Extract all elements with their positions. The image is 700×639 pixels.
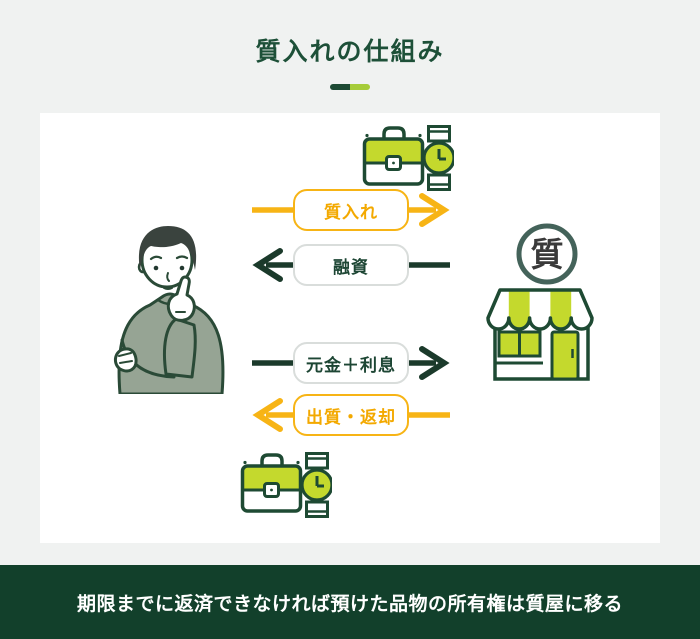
arrow-return: 出質・返却 — [250, 394, 452, 436]
pawnshop-store-icon — [486, 288, 594, 381]
arrow-repayment: 元金＋利息 — [250, 342, 452, 384]
arrow-label-loan: 融資 — [293, 244, 409, 286]
arrow-label-return: 出質・返却 — [293, 394, 409, 436]
page-title: 質入れの仕組み — [255, 37, 445, 66]
watch-icon — [422, 125, 454, 191]
briefcase-icon — [362, 126, 425, 186]
arrow-pawn: 質入れ — [250, 189, 452, 231]
pawnshop-sign-character: 質 — [531, 235, 564, 274]
watch-icon — [300, 452, 332, 518]
pawned-items-icons-bottom — [240, 452, 332, 518]
arrow-label-pawn: 質入れ — [293, 189, 409, 231]
footer-text: 期限までに返済できなければ預けた品物の所有権は質屋に移る — [76, 592, 623, 615]
arrow-loan: 融資 — [250, 244, 452, 286]
title-divider — [330, 84, 370, 90]
diagram-card: 質入れ 融資 元金＋利息 出質・返却 — [40, 113, 660, 543]
briefcase-icon — [240, 453, 303, 513]
pawnshop-sign-icon: 質 — [516, 223, 578, 285]
pawned-items-icons-top — [362, 125, 454, 191]
divider-light-segment — [350, 84, 370, 90]
pawnshop: 質 — [486, 223, 594, 381]
divider-dark-segment — [330, 84, 350, 90]
footer-note: 期限までに返済できなければ預けた品物の所有権は質屋に移る — [0, 565, 700, 639]
person-thinking — [113, 226, 225, 394]
arrow-label-repayment: 元金＋利息 — [293, 342, 409, 384]
